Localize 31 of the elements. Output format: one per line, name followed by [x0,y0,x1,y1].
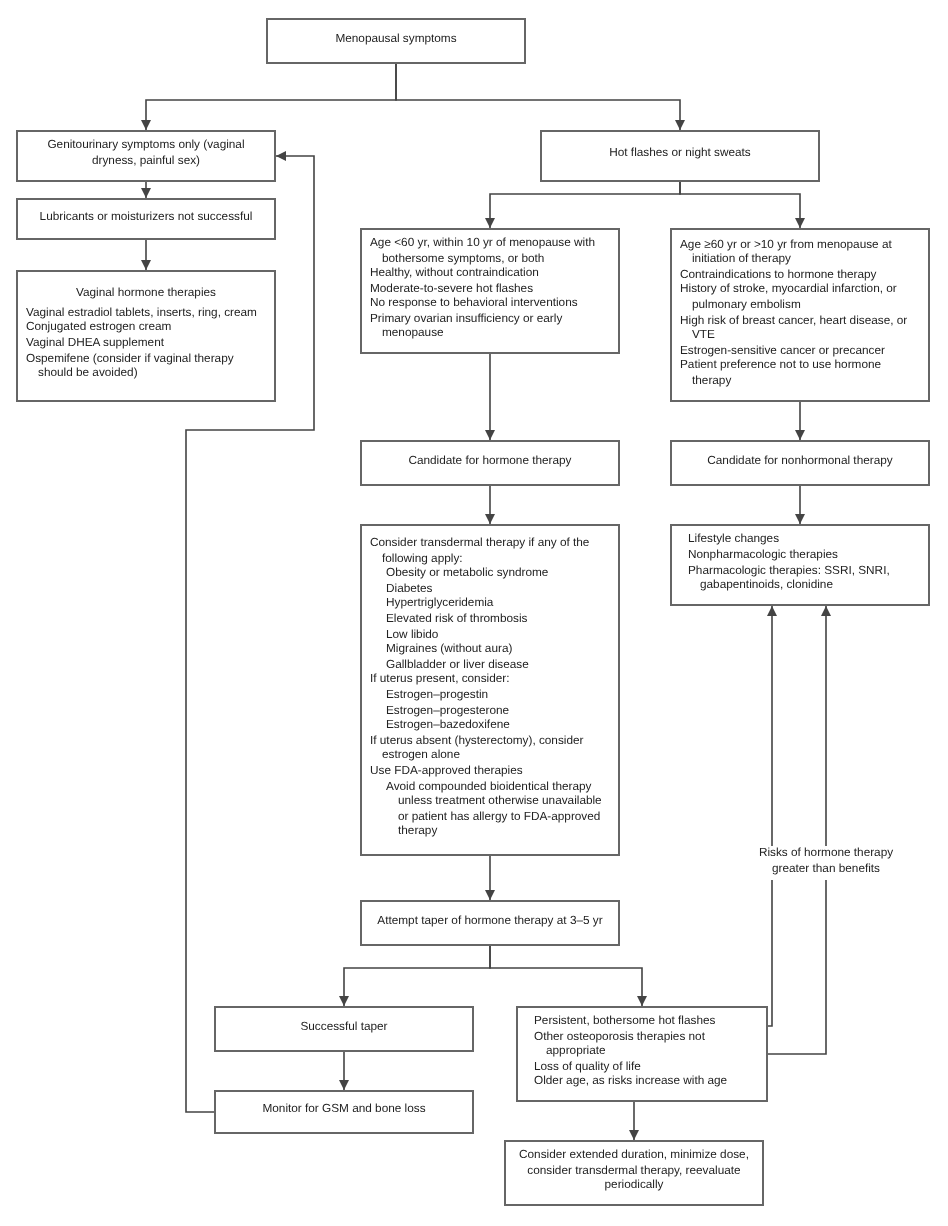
process-box [360,900,620,946]
process-box [670,228,930,402]
arrow [767,605,777,1027]
process-box [540,130,820,182]
process-box [360,228,620,354]
process-box [670,440,930,486]
process-box [670,524,930,606]
arrow [185,151,315,1113]
arrow [767,605,831,1055]
process-box [16,130,276,182]
arrow [485,485,495,525]
process-box [16,198,276,240]
process-box [214,1006,474,1052]
arrow [485,855,495,901]
arrow [629,1101,639,1141]
process-box [266,18,526,64]
process-box [360,440,620,486]
arrow [395,63,685,131]
arrow [795,401,805,441]
arrow [339,1051,349,1091]
arrow [795,485,805,525]
arrow [679,181,805,229]
process-box [516,1006,768,1102]
process-box [16,270,276,402]
process-box [504,1140,764,1206]
arrow [141,239,151,271]
arrow [485,353,495,441]
arrow [141,181,151,199]
arrow [489,945,647,1007]
process-box [214,1090,474,1134]
process-box [360,524,620,856]
